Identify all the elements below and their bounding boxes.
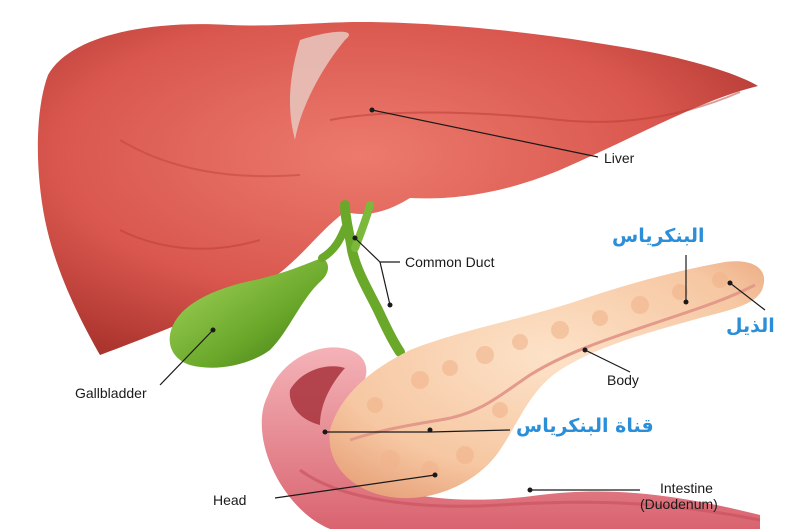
common-duct-label: Common Duct <box>405 254 494 270</box>
duodenum-label: (Duodenum) <box>640 496 718 512</box>
pancreas-shape <box>330 261 765 498</box>
pancreas-arabic-label: البنكرياس <box>612 225 705 247</box>
head-label: Head <box>213 492 246 508</box>
liver-label: Liver <box>604 150 634 166</box>
gallbladder-label: Gallbladder <box>75 385 147 401</box>
body-label: Body <box>607 372 639 388</box>
pancreatic-duct-arabic-label: قناة البنكرياس <box>516 415 654 437</box>
intestine-label: Intestine <box>660 480 713 496</box>
tail-arabic-label: الذيل <box>726 315 775 337</box>
